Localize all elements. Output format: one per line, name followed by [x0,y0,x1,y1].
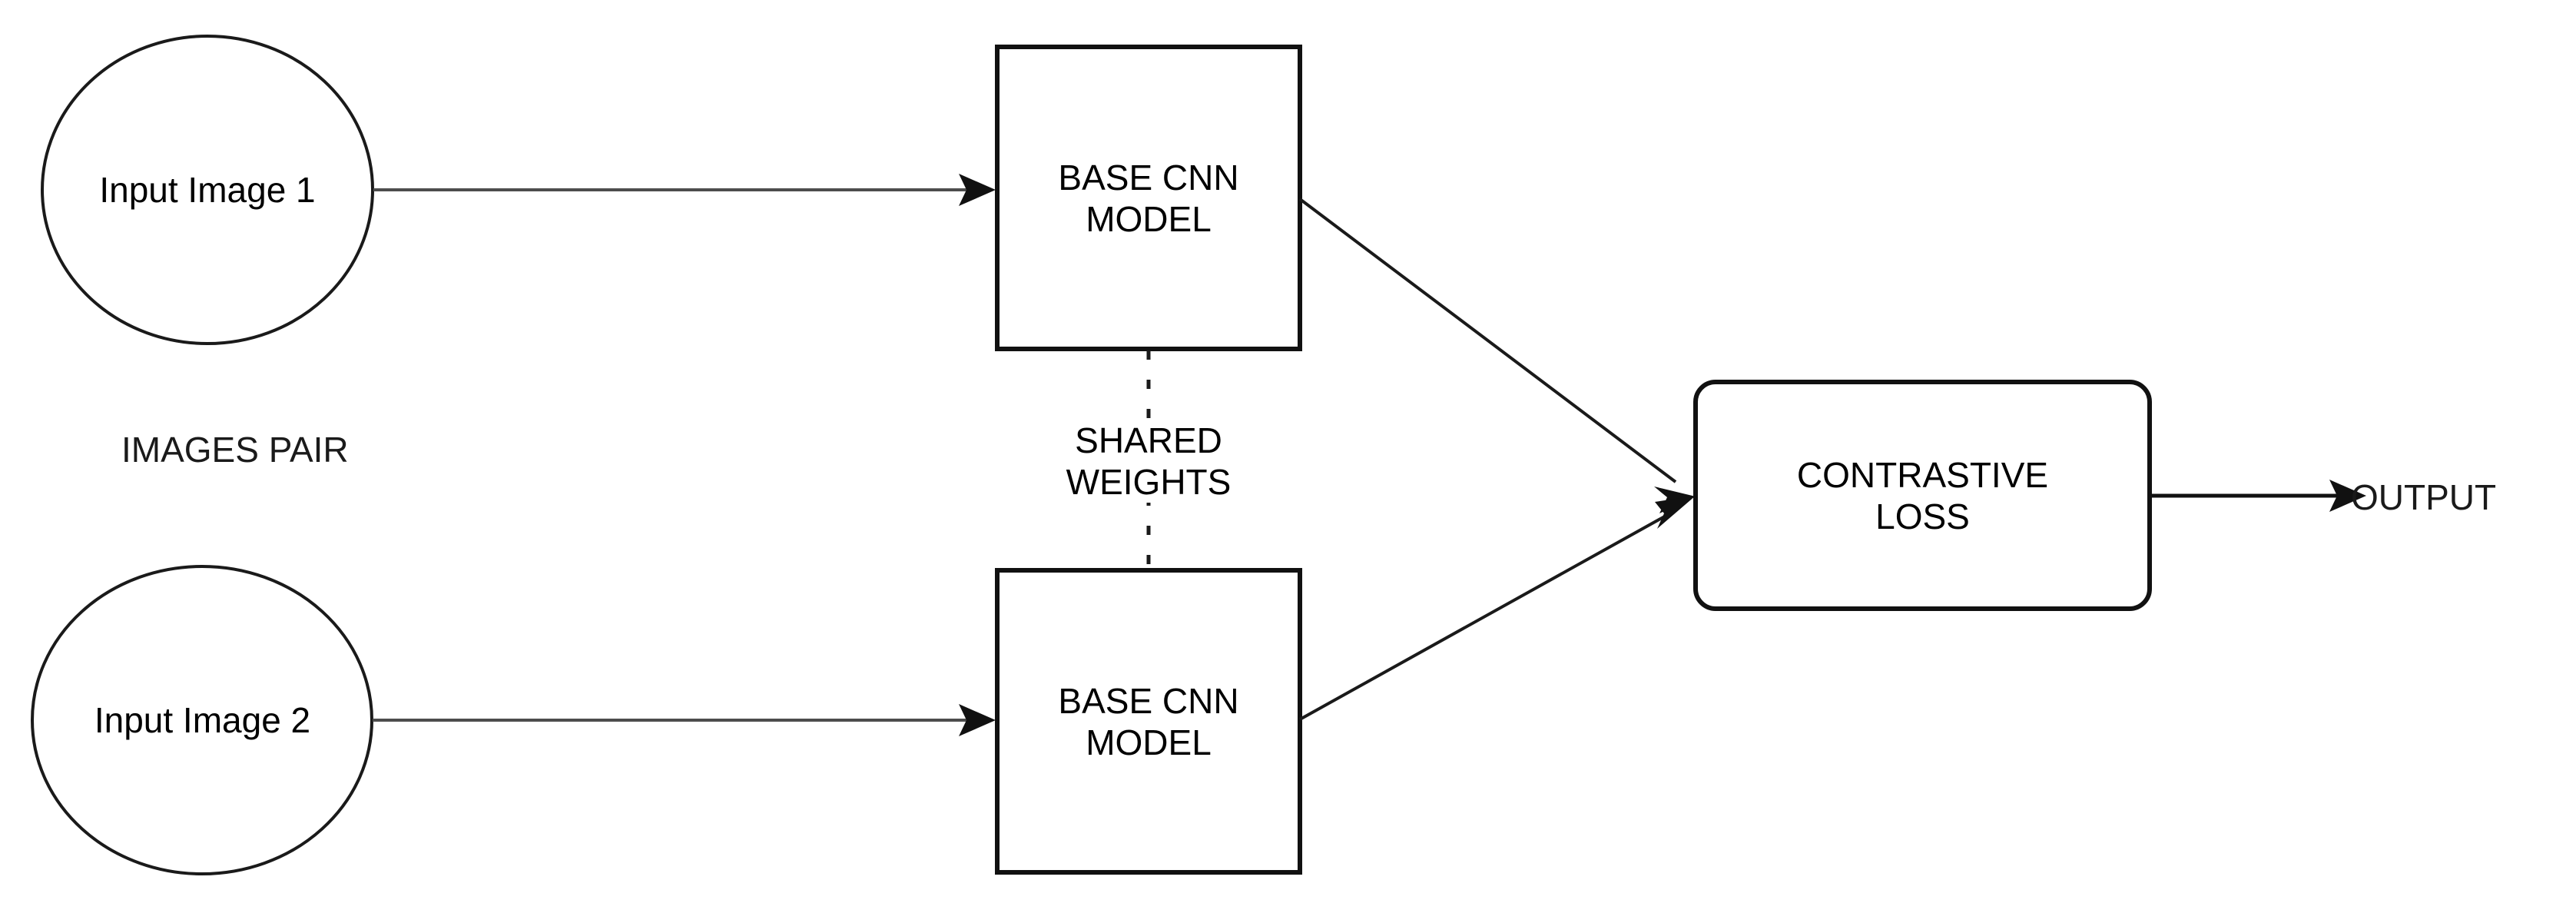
input-image-1-label-wrap: Input Image 1 [42,159,373,221]
output-label: OUTPUT [2351,477,2497,517]
base-cnn-model-2-box[interactable] [995,568,1302,875]
edge-input2-to-cnn2 [373,704,996,736]
arrow-head-icon [2329,480,2366,512]
edge-loss-to-output [2150,480,2366,512]
input-image-1-label: Input Image 1 [99,170,316,210]
shared-weights-label-line1: SHARED [1073,420,1224,461]
base-cnn-model-2-label-wrap: BASE CNN MODEL [997,672,1300,772]
base-cnn-model-1-label-line1: BASE CNN [1058,158,1239,198]
images-pair-label: IMAGES PAIR [121,430,349,470]
edge-cnn2-to-loss [1299,496,1696,721]
base-cnn-model-1-box[interactable] [995,45,1302,351]
edge-cnn1-to-loss [1298,198,1696,513]
input-image-2-label: Input Image 2 [94,700,311,740]
arrow-head-icon [959,704,996,736]
input-image-2-label-wrap: Input Image 2 [32,689,373,751]
shared-weights-label-wrap: SHARED WEIGHTS [995,411,1302,511]
base-cnn-model-1-label-wrap: BASE CNN MODEL [997,148,1300,248]
edge-input1-to-cnn1 [373,174,996,206]
base-cnn-model-2-label-line2: MODEL [1086,722,1212,762]
contrastive-loss-label-wrap: CONTRASTIVE LOSS [1696,446,2150,546]
input-image-1-ellipse[interactable] [41,35,374,345]
contrastive-loss-label-line1: CONTRASTIVE [1796,455,2049,495]
base-cnn-model-2-label-line1: BASE CNN [1058,681,1239,721]
base-cnn-model-1-label-line2: MODEL [1086,199,1212,239]
arrow-head-icon [1655,496,1696,529]
contrastive-loss-label-line2: LOSS [1875,496,1970,536]
shared-weights-label-line2: WEIGHTS [1064,461,1233,503]
arrow-head-icon [959,174,996,206]
input-image-2-ellipse[interactable] [31,565,373,875]
